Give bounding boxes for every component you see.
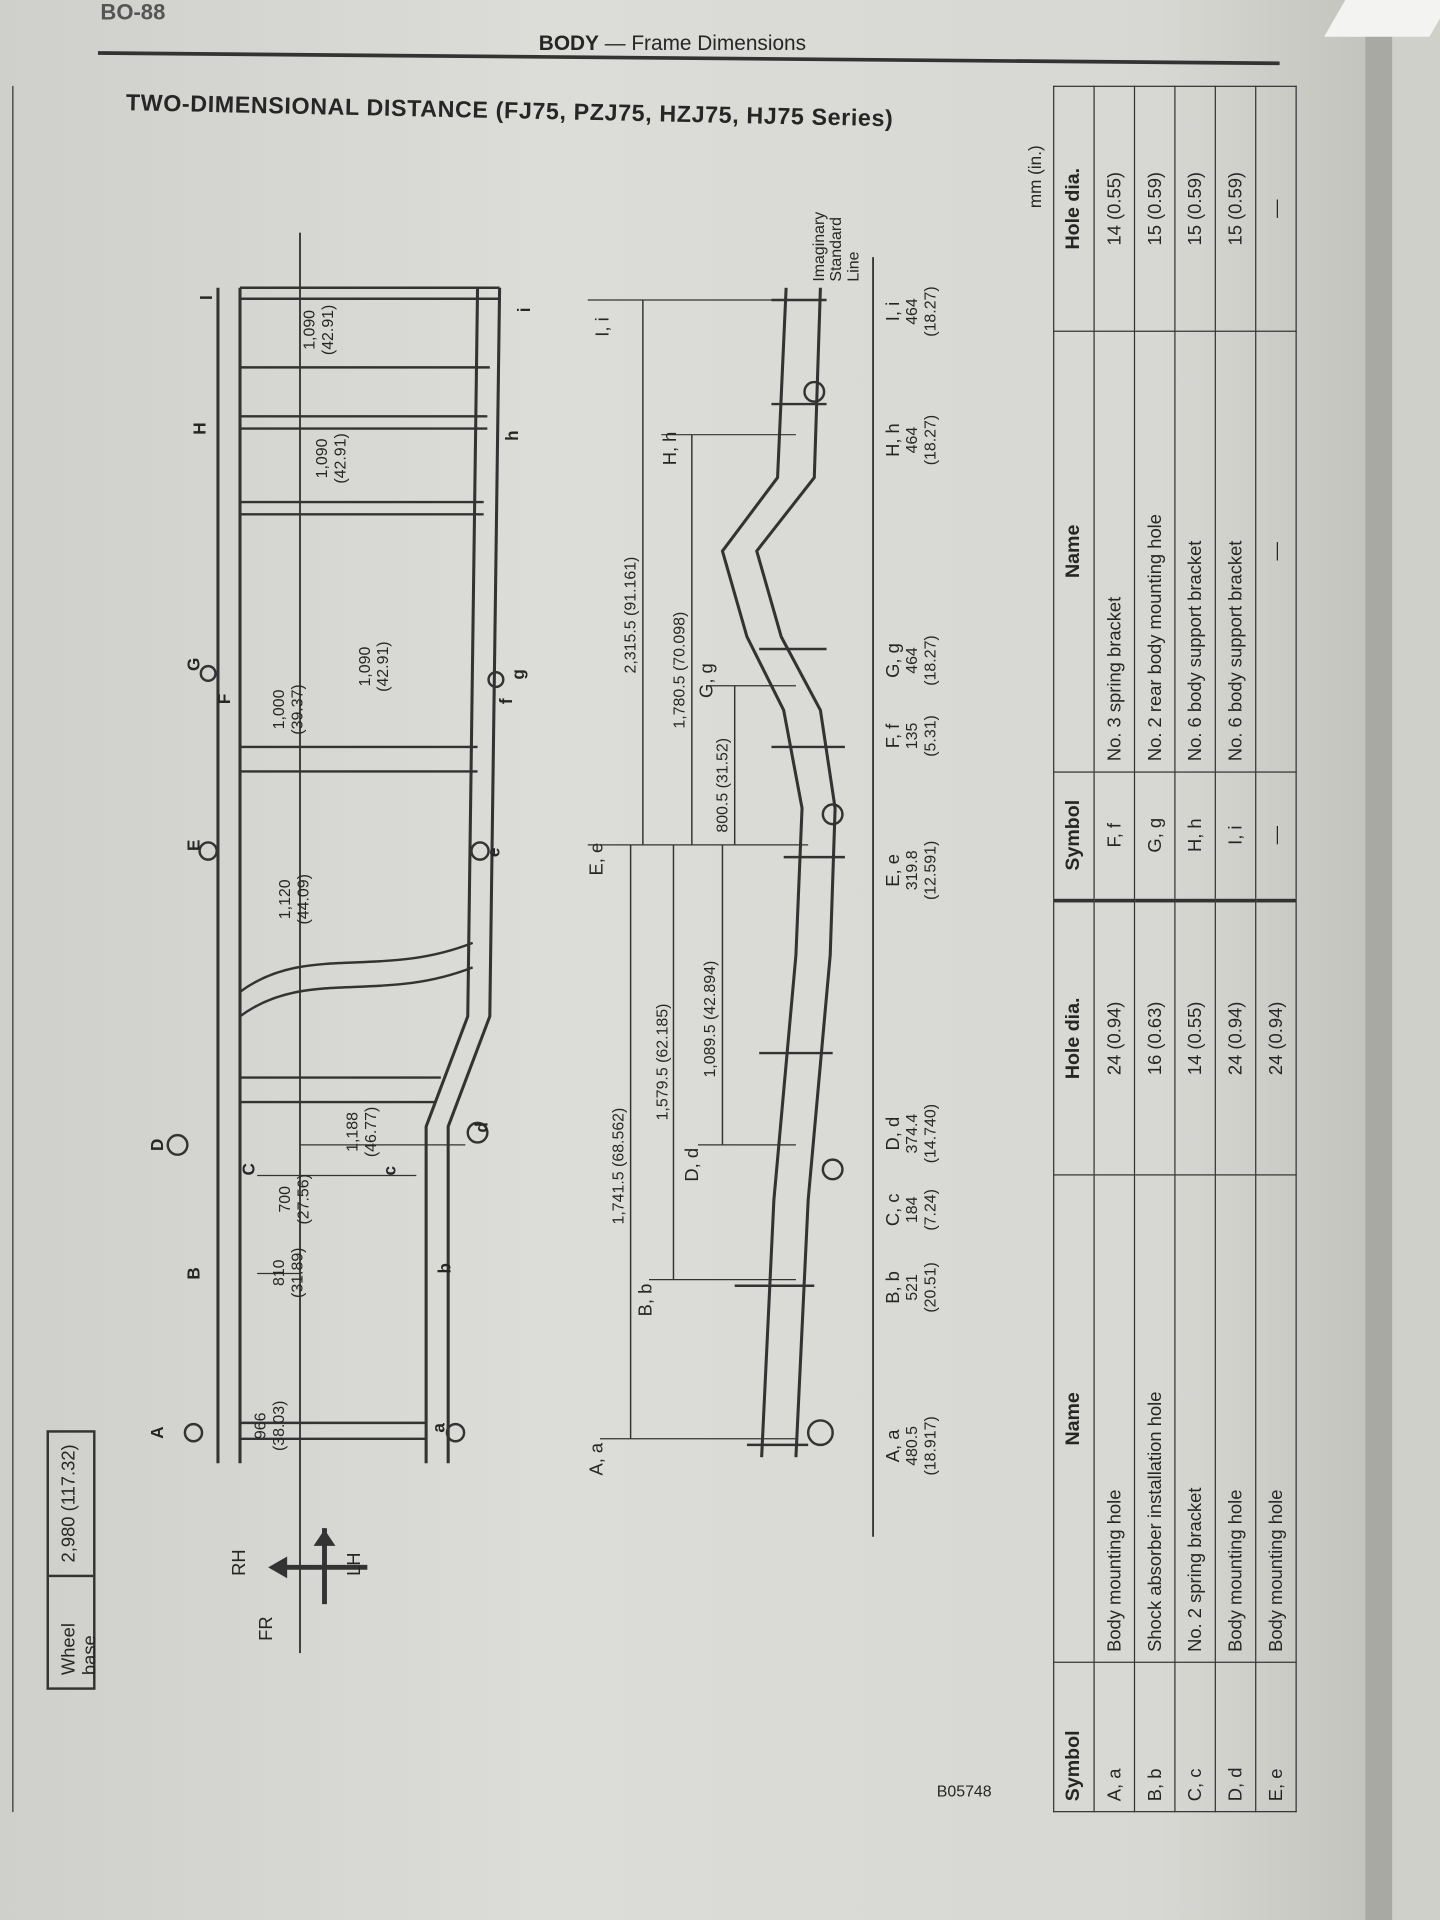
symbol-table: Symbol Name Hole dia. Symbol Name Hole d… — [1053, 86, 1297, 1813]
dimension-1188: 1,188(46.77) — [342, 1106, 380, 1158]
dimension-1090: 1,090(42.91) — [312, 433, 349, 484]
direction-front: FR — [255, 1616, 277, 1641]
side-frame-top — [720, 287, 804, 1458]
dimension-700: 700(27.56) — [275, 1174, 313, 1225]
distance-value: 2,315.5 (91.161) — [620, 556, 640, 674]
subsection-title: Frame Dimensions — [631, 31, 807, 56]
dimension-966: 966(38.03) — [251, 1400, 288, 1452]
point-label: c — [379, 1165, 400, 1176]
header-name: Name — [1053, 331, 1095, 772]
wheel-base-value: 2,980 (117.32) — [58, 1444, 80, 1563]
dimension-1090: 1,090(42.91) — [300, 304, 337, 356]
background-corner — [1324, 0, 1440, 37]
dimension-810: 810(31.89) — [269, 1247, 307, 1298]
point-label: A — [146, 1426, 167, 1439]
point-label: F — [214, 693, 234, 705]
figure-code: B05748 — [936, 1781, 992, 1801]
point-label: f — [495, 698, 516, 705]
dimension-1090: 1,090(42.91) — [355, 641, 392, 692]
section-title: BODY — [538, 31, 599, 56]
header-dash: — — [604, 31, 626, 56]
frame-rail-lh — [424, 287, 502, 1464]
header-symbol: Symbol — [1053, 1662, 1095, 1812]
crossmember — [239, 941, 474, 1018]
side-frame-bottom — [755, 287, 837, 1458]
crossmember — [240, 1076, 441, 1104]
side-label: I, i — [592, 317, 614, 337]
distance-value: 1,089.5 (42.894) — [700, 960, 719, 1078]
point-label: G — [183, 657, 204, 672]
distance-value: 800.5 (31.52) — [712, 737, 732, 833]
manual-page — [0, 0, 1366, 1920]
crossmember — [240, 500, 484, 516]
crossmember — [240, 745, 478, 773]
next-page — [1392, 0, 1440, 1920]
dimension-1000: 1,000(39.37) — [269, 684, 307, 735]
frame-diagram — [12, 85, 874, 1813]
point-label: h — [502, 430, 522, 441]
point-label: e — [483, 847, 504, 858]
distance-value: 1,780.5 (70.098) — [669, 611, 689, 729]
header-hole-dia: Hole dia. — [1053, 900, 1095, 1176]
dimension-lines — [629, 300, 736, 1439]
distance-value: 1,741.5 (68.562) — [608, 1107, 627, 1225]
point-label: C — [238, 1163, 259, 1176]
dimension-1120: 1,120(44.09) — [275, 874, 313, 925]
wheel-base-box: Wheel base 2,980 (117.32) — [46, 1429, 100, 1690]
page-edge — [1365, 0, 1393, 1920]
point-label: D — [146, 1138, 167, 1152]
side-label: H, h — [660, 431, 681, 466]
side-label: D, d — [682, 1147, 703, 1182]
point-label: b — [434, 1262, 455, 1274]
side-label: E, e — [586, 842, 608, 876]
rotated-figure: Wheel base 2,980 (117.32) FR RH LH A B C… — [12, 85, 1298, 1813]
header-hole-dia: Hole dia. — [1053, 86, 1095, 332]
side-label: G, g — [696, 663, 718, 698]
side-label: A, a — [586, 1442, 608, 1476]
units-label: mm (in.) — [1024, 145, 1045, 209]
point-label: i — [514, 307, 534, 313]
page-number: BO-88 — [100, 0, 166, 25]
point-label: H — [189, 422, 210, 435]
point-label: I — [195, 295, 216, 301]
crossmember — [240, 415, 488, 430]
point-label: g — [508, 669, 528, 680]
crossmember — [240, 286, 500, 369]
distance-value: 1,579.5 (62.185) — [652, 1003, 672, 1121]
header-symbol: Symbol — [1053, 771, 1095, 901]
wheel-base-label: Wheel base — [48, 1574, 100, 1688]
side-label: B, b — [635, 1283, 657, 1317]
point-label: d — [471, 1122, 492, 1133]
point-label: a — [428, 1423, 449, 1433]
direction-right: RH — [228, 1549, 250, 1576]
page-header: BODY — Frame Dimensions — [539, 32, 806, 56]
direction-left: LH — [344, 1552, 365, 1576]
point-label: E — [183, 839, 204, 852]
header-name: Name — [1053, 1175, 1095, 1663]
point-label: B — [183, 1267, 204, 1280]
frame-rail-rh — [216, 287, 242, 1464]
table-header-row: Symbol Name Hole dia. Symbol Name Hole d… — [1053, 86, 1095, 1812]
